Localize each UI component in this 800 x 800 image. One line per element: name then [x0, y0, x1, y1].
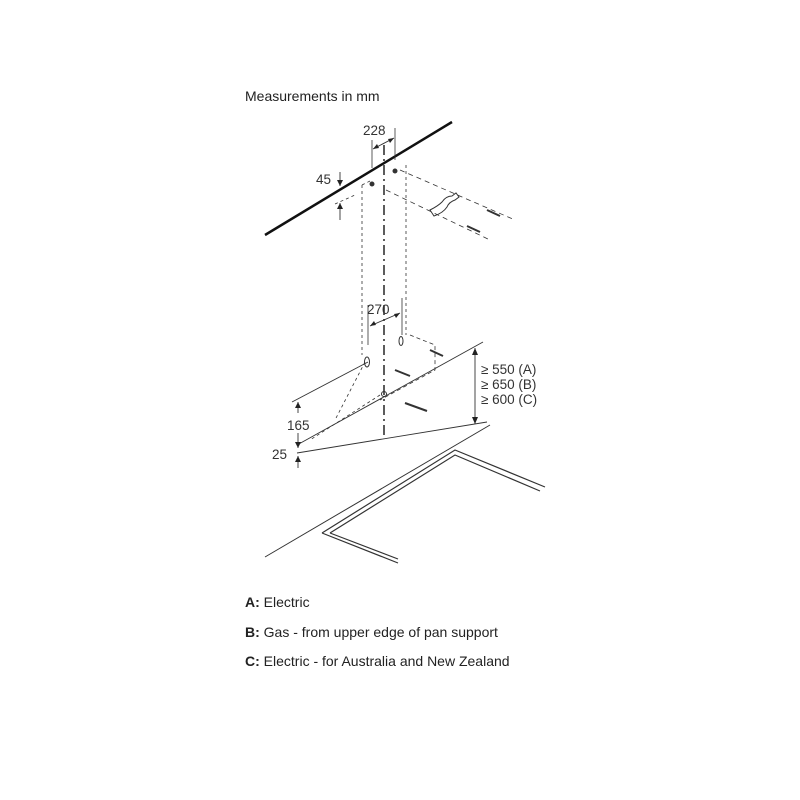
label-clearance-a: ≥ 550 (A) — [481, 362, 537, 377]
legend-text: Gas - from upper edge of pan support — [263, 624, 498, 640]
legend-item-a: A: Electric — [245, 594, 310, 610]
label-45: 45 — [316, 172, 332, 187]
legend-item-c: C: Electric - for Australia and New Zeal… — [245, 653, 510, 669]
label-clearance-b: ≥ 650 (B) — [481, 377, 537, 392]
ceiling-line — [264, 120, 453, 237]
diagram-title: Measurements in mm — [245, 88, 380, 104]
label-clearance-c: ≥ 600 (C) — [481, 392, 538, 407]
legend-key: C: — [245, 653, 260, 669]
label-270: 270 — [367, 302, 390, 317]
worktop-line — [264, 424, 491, 558]
legend-text: Electric — [263, 594, 310, 610]
hob-outline — [321, 449, 546, 534]
label-165: 165 — [287, 418, 310, 433]
wall-bracket-icon — [429, 192, 460, 217]
legend-text: Electric - for Australia and New Zealand — [263, 653, 510, 669]
label-228: 228 — [363, 123, 386, 138]
legend-key: A: — [245, 594, 260, 610]
legend-key: B: — [245, 624, 260, 640]
legend-item-b: B: Gas - from upper edge of pan support — [245, 624, 498, 640]
label-25: 25 — [272, 447, 288, 462]
